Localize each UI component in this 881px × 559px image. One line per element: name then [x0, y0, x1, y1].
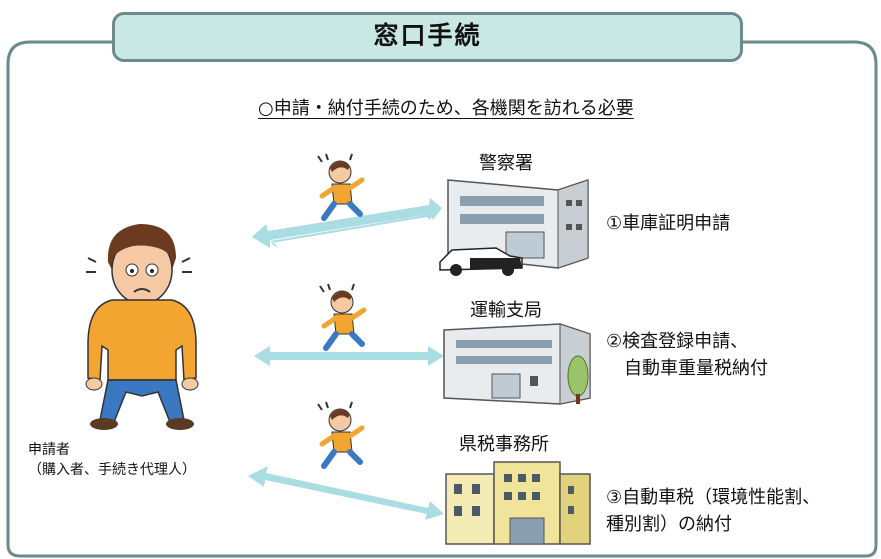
tax-office-icon — [445, 461, 591, 545]
running-person-icon — [317, 153, 365, 221]
double-arrow-tax — [248, 466, 444, 520]
office-name-police: 警察署 — [479, 153, 533, 174]
procedure-police-line1: ①車庫証明申請 — [606, 213, 731, 234]
running-person-icon — [317, 401, 365, 469]
procedure-transport-line1: ②検査登録申請、 — [606, 331, 749, 352]
running-person-icon — [319, 283, 367, 351]
procedure-transport-line2: 自動車重量税納付 — [606, 358, 768, 379]
header-banner — [112, 12, 743, 62]
applicant-label: 申請者 （購入者、手続き代理人） — [28, 440, 196, 480]
office-name-tax: 県税事務所 — [459, 434, 549, 455]
applicant-subtitle: （購入者、手続き代理人） — [28, 462, 196, 478]
applicant-title: 申請者 — [28, 442, 70, 458]
double-arrow-police — [252, 198, 442, 249]
procedure-tax-line1: ③自動車税（環境性能割、 — [606, 487, 821, 508]
page-title: 窓口手続 — [373, 21, 482, 50]
double-arrow-transport — [254, 346, 444, 366]
office-name-transport: 運輸支局 — [470, 300, 542, 321]
police-station-icon — [447, 178, 589, 269]
transport-bureau-icon — [443, 323, 591, 405]
subtitle: ○申請・納付手続のため、各機関を訪れる必要 — [258, 98, 634, 119]
police-car-icon — [439, 247, 523, 276]
procedure-tax-line2: 種別割）の納付 — [606, 514, 732, 535]
